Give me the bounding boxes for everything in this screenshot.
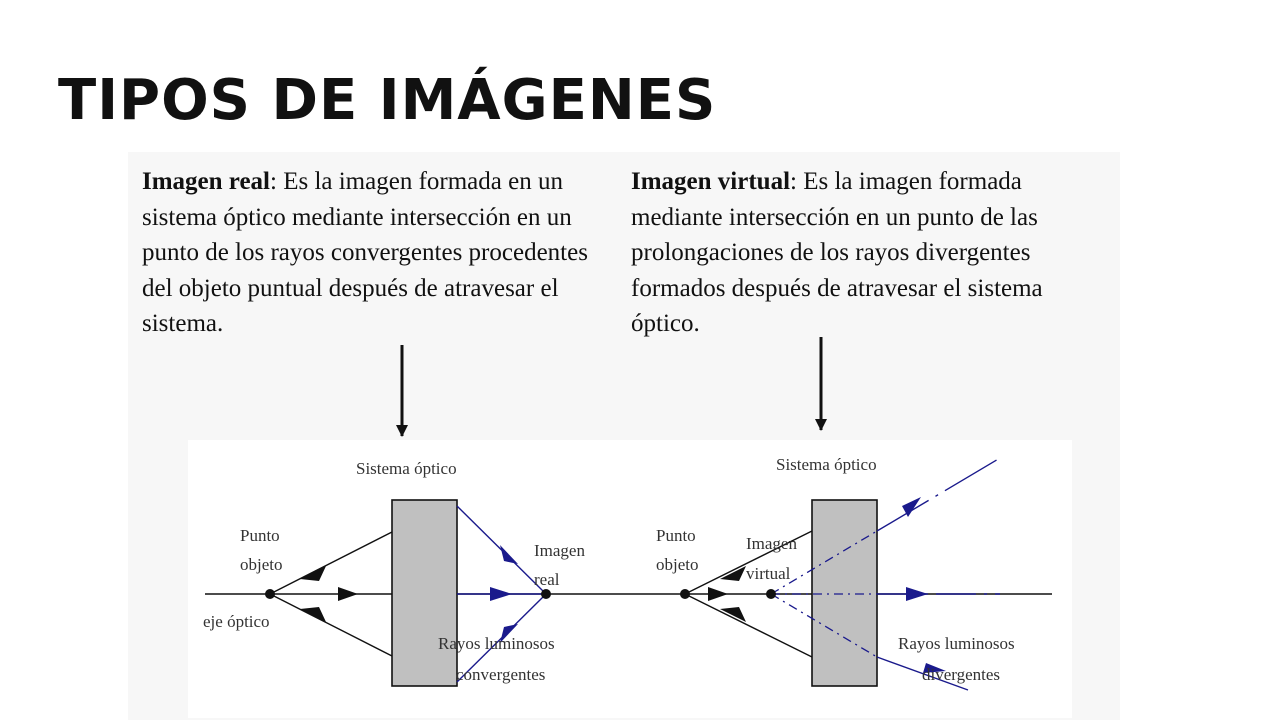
rays-label-2: divergentes <box>922 665 1000 684</box>
blue-arrow-icon <box>902 497 921 517</box>
image-label-1: Imagen <box>534 541 585 560</box>
ray-arrow-icon <box>338 587 358 601</box>
virtual-image-diagram: Sistema óptico Punto objeto Imagen virtu… <box>656 455 1052 691</box>
blue-arrow-icon <box>500 545 518 564</box>
virtual-image-point <box>766 589 776 599</box>
image-label-2: virtual <box>746 564 791 583</box>
image-label-1: Imagen <box>746 534 797 553</box>
system-label: Sistema óptico <box>776 455 877 474</box>
object-point <box>680 589 690 599</box>
real-image-definition: Imagen real: Es la imagen formada en un … <box>142 164 597 342</box>
optical-system-block <box>391 499 458 687</box>
rays-label-1: Rayos luminosos <box>898 634 1015 653</box>
blue-arrow-icon <box>500 624 518 643</box>
object-label-2: objeto <box>656 555 699 574</box>
real-image-text: : Es la imagen formada en un sistema ópt… <box>142 168 588 337</box>
blue-arrow-icon <box>923 663 946 673</box>
object-point <box>265 589 275 599</box>
incident-ray <box>269 593 393 657</box>
incident-ray <box>684 530 813 595</box>
object-label-1: Punto <box>240 526 280 545</box>
rays-label-2: convergentes <box>456 665 545 684</box>
rays-label-1: Rayos luminosos <box>438 634 555 653</box>
converging-ray <box>456 505 545 593</box>
real-image-point <box>541 589 551 599</box>
virtual-image-term: Imagen virtual <box>631 168 791 195</box>
virtual-image-text: : Es la imagen formada mediante intersec… <box>631 168 1043 337</box>
image-label-2: real <box>534 570 560 589</box>
object-label-2: objeto <box>240 555 283 574</box>
ray-arrow-icon <box>720 607 746 622</box>
real-image-diagram: Sistema óptico Punto objeto eje óptico I… <box>203 459 680 687</box>
ray-arrow-icon <box>300 566 326 581</box>
virtual-image-definition: Imagen virtual: Es la imagen formada med… <box>631 164 1111 342</box>
ray-arrow-icon <box>720 566 746 581</box>
object-label-1: Punto <box>656 526 696 545</box>
converging-ray <box>456 595 545 683</box>
axis-label: eje óptico <box>203 612 270 631</box>
incident-ray <box>269 531 393 595</box>
system-label: Sistema óptico <box>356 459 457 478</box>
diverging-ray <box>876 656 969 691</box>
ray-arrow-icon <box>708 587 728 601</box>
real-image-term: Imagen real <box>142 168 270 195</box>
incident-ray <box>684 593 813 658</box>
blue-arrow-icon <box>490 587 512 601</box>
optical-system-block <box>811 499 878 687</box>
diverging-ray <box>876 457 1001 532</box>
blue-arrow-icon <box>906 587 928 601</box>
slide-title: TIPOS DE IMÁGENES <box>58 68 717 133</box>
ray-arrow-icon <box>300 607 326 622</box>
